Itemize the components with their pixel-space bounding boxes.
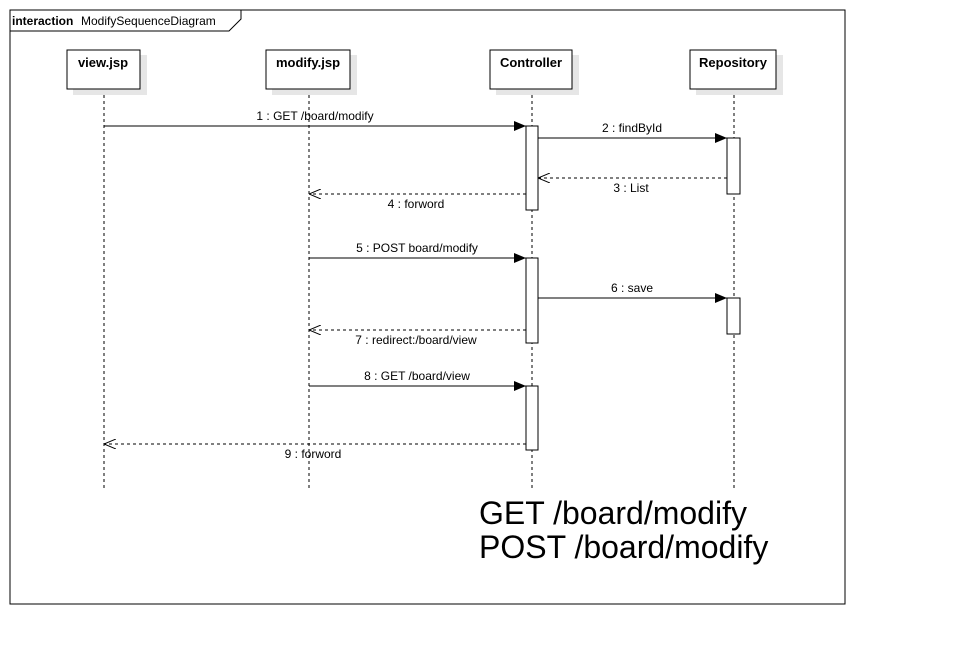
lifeline-view-label: view.jsp bbox=[78, 55, 128, 70]
activation-repository-2 bbox=[726, 297, 741, 335]
message-3-label: 3 : List bbox=[613, 181, 649, 195]
message-6-label: 6 : save bbox=[611, 281, 653, 295]
frame-tab bbox=[10, 10, 242, 32]
lifeline-modify-label: modify.jsp bbox=[276, 55, 340, 70]
note-line-1: GET /board/modify bbox=[479, 495, 747, 531]
message-7-label: 7 : redirect:/board/view bbox=[355, 333, 477, 347]
message-9-label: 9 : forword bbox=[285, 447, 342, 461]
lifeline-controller-head[interactable]: Controller bbox=[489, 49, 579, 95]
message-8-label: 8 : GET /board/view bbox=[364, 369, 470, 383]
frame-name: ModifySequenceDiagram bbox=[81, 14, 216, 28]
lifeline-controller-label: Controller bbox=[500, 55, 562, 70]
lifeline-view-head[interactable]: view.jsp bbox=[66, 49, 147, 95]
interaction-frame bbox=[9, 9, 846, 605]
activation-controller-1 bbox=[525, 125, 539, 211]
message-2-label: 2 : findById bbox=[602, 121, 662, 135]
message-5-label: 5 : POST board/modify bbox=[356, 241, 478, 255]
activation-repository-1 bbox=[726, 137, 741, 195]
message-1-label: 1 : GET /board/modify bbox=[256, 109, 373, 123]
activation-controller-2 bbox=[525, 257, 539, 344]
message-4-label: 4 : forword bbox=[388, 197, 445, 211]
note-line-2: POST /board/modify bbox=[479, 529, 768, 565]
lifeline-modify-head[interactable]: modify.jsp bbox=[265, 49, 357, 95]
frame-keyword: interaction bbox=[12, 14, 73, 28]
lifeline-repository-head[interactable]: Repository bbox=[689, 49, 783, 95]
lifeline-repository-label: Repository bbox=[699, 55, 768, 70]
activation-controller-3 bbox=[525, 385, 539, 451]
